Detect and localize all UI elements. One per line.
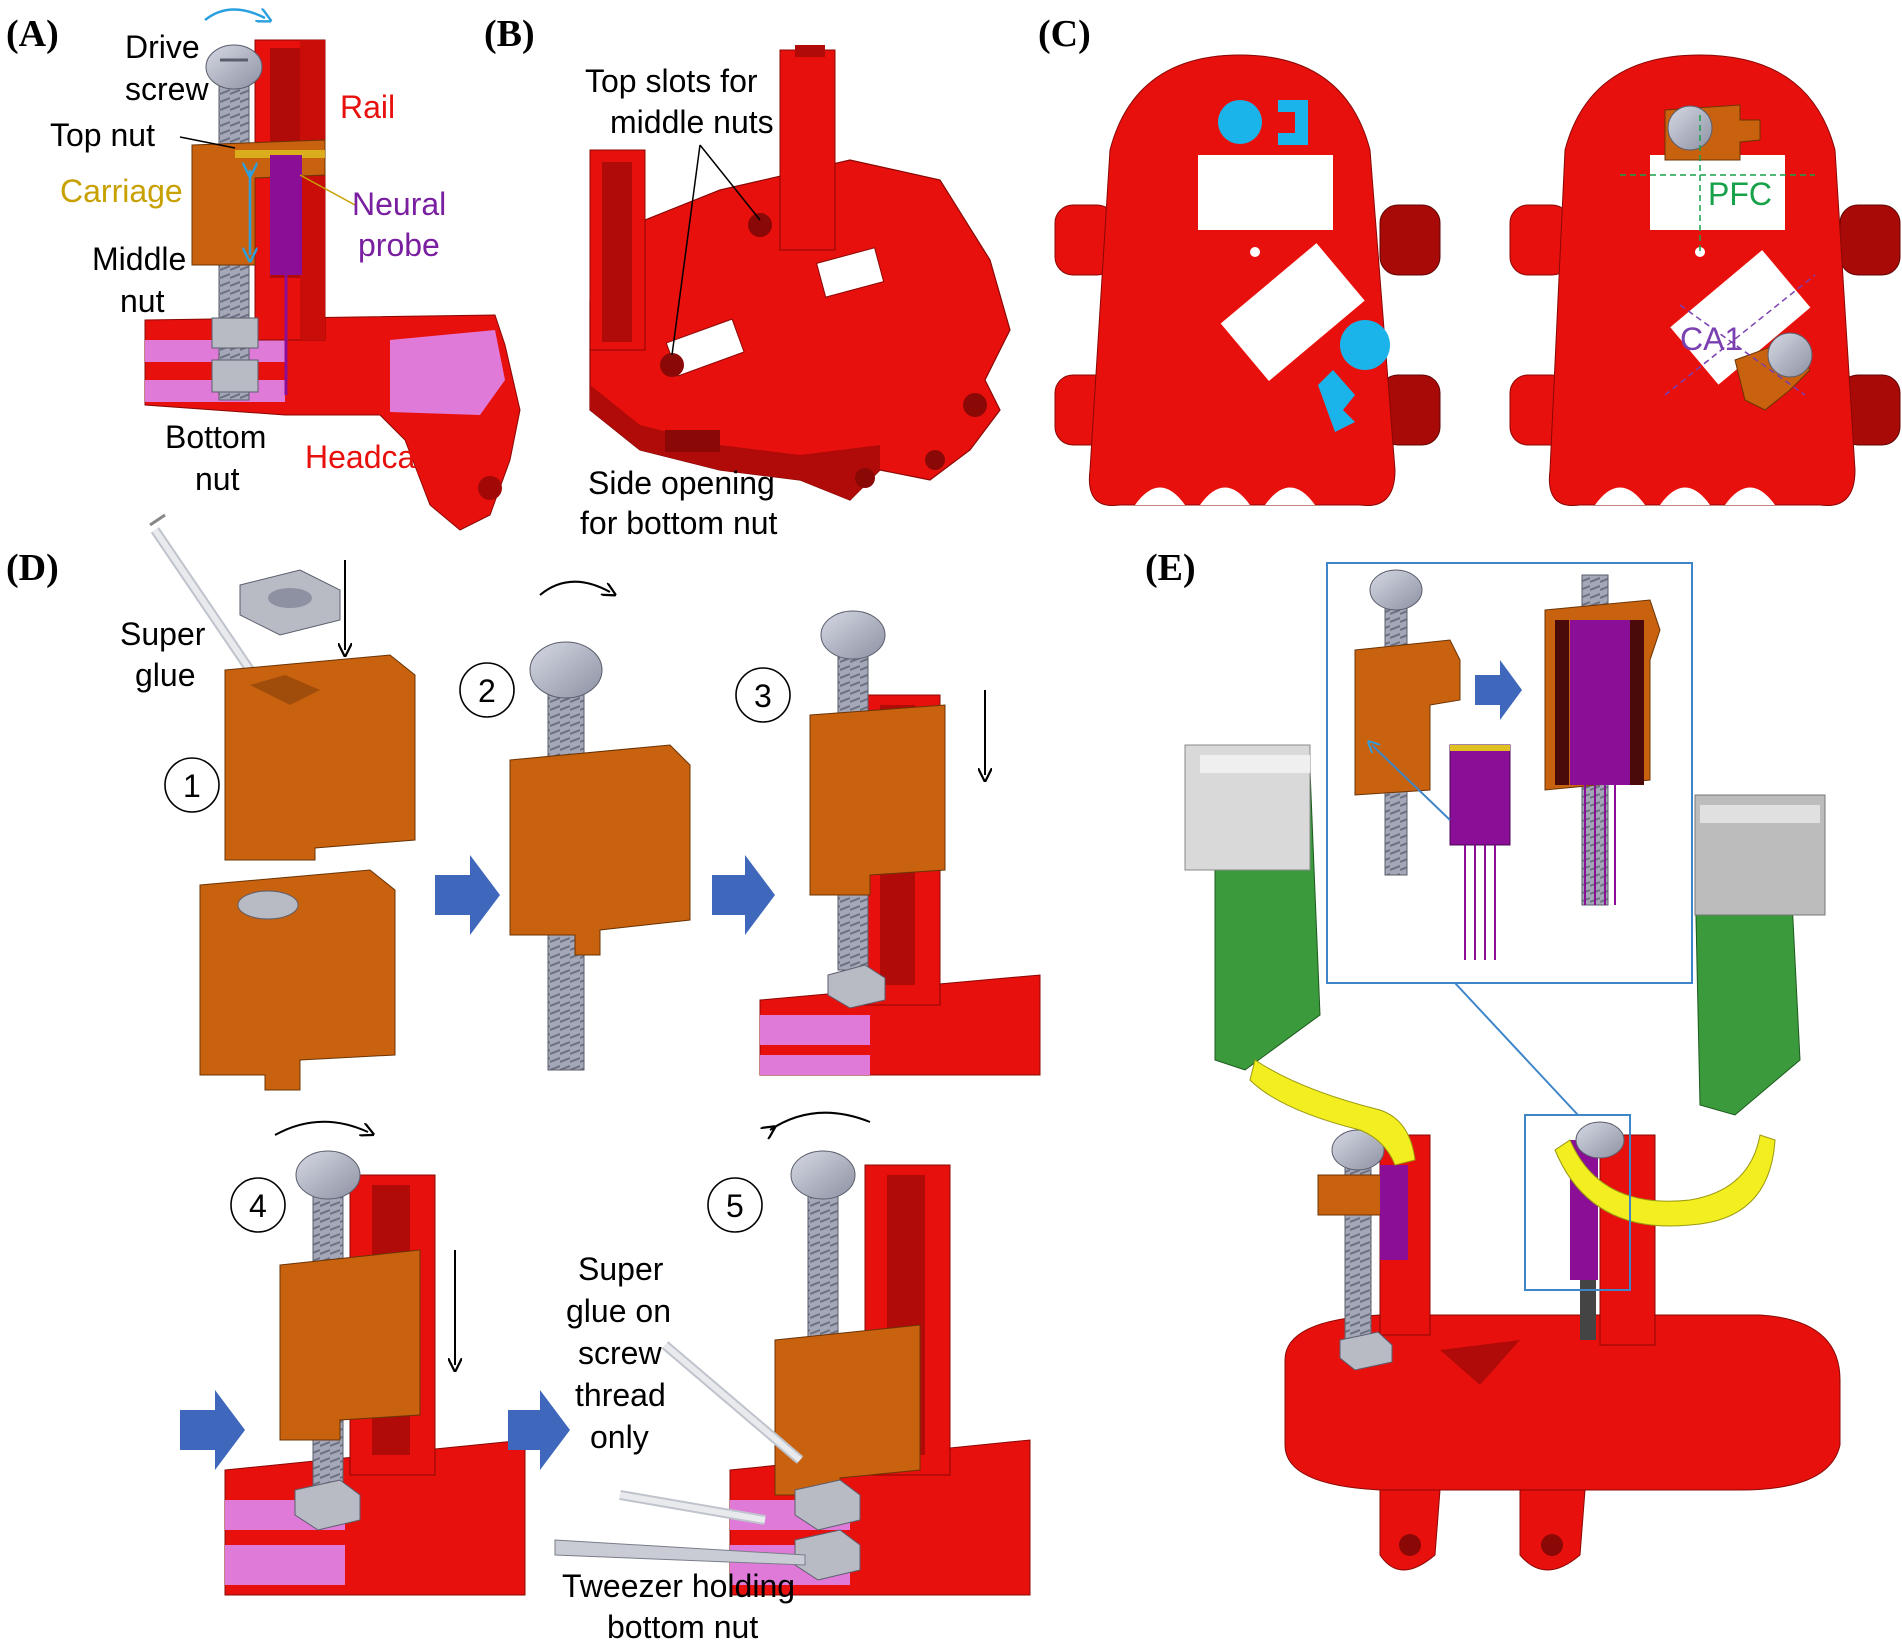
- next-arrow-icon: [508, 1390, 570, 1470]
- label-glue-thread-1: Super: [578, 1251, 664, 1287]
- panel-b: (B) Top slots for middle nuts Side o: [484, 13, 1011, 541]
- carriage-step-1-assembled: [199, 869, 396, 1091]
- label-neural-probe-2: probe: [358, 227, 440, 263]
- label-top-slots-1: Top slots for: [585, 63, 758, 99]
- tweezer-icon: [554, 1539, 806, 1566]
- label-glue-thread-2: glue on: [566, 1293, 671, 1329]
- assembly-step-4: [224, 1120, 526, 1596]
- label-glue-thread-3: screw: [578, 1335, 662, 1371]
- label-middle-nut-2: nut: [120, 283, 165, 319]
- label-tweezer-2: bottom nut: [607, 1609, 758, 1645]
- label-super-glue-1: Super: [120, 616, 206, 652]
- step-marker: 1: [164, 757, 220, 813]
- svg-text:5: 5: [726, 1188, 744, 1224]
- label-drive-screw-2: screw: [125, 71, 209, 107]
- rotation-icon: [274, 1120, 368, 1135]
- headcap-hole: [478, 476, 502, 500]
- svg-text:1: 1: [183, 768, 201, 804]
- label-top-nut: Top nut: [50, 117, 155, 153]
- step-marker: 5: [707, 1177, 763, 1233]
- flex-cable: [1554, 1134, 1776, 1227]
- screw-head: [1767, 332, 1813, 378]
- label-side-opening-2: for bottom nut: [580, 505, 778, 541]
- panel-a: (A): [6, 9, 521, 531]
- bottom-nut: [211, 359, 259, 393]
- panel-d-label: (D): [6, 547, 59, 589]
- flex-cable: [1249, 1059, 1416, 1166]
- step-marker: 3: [735, 667, 791, 723]
- syringe-icon: [149, 513, 255, 673]
- top-slot: [660, 353, 684, 377]
- svg-text:3: 3: [754, 678, 772, 714]
- inset-detail: [1326, 562, 1693, 984]
- next-arrow-icon: [712, 855, 775, 935]
- target-marker-circle: [1218, 100, 1262, 144]
- top-slot: [748, 213, 772, 237]
- label-bottom-nut-1: Bottom: [165, 419, 266, 455]
- label-rail: Rail: [340, 89, 395, 125]
- connector-right: [1694, 794, 1826, 1116]
- panel-e: (E): [1145, 547, 1841, 1571]
- left-drive-assembly: [1317, 1129, 1431, 1371]
- screw-head: [205, 44, 263, 90]
- carriage-step-1: [224, 654, 416, 861]
- right-drive-assembly: [1570, 1121, 1656, 1346]
- label-pfc: PFC: [1708, 176, 1772, 212]
- screw-head: [1667, 105, 1713, 151]
- step-marker: 4: [230, 1177, 286, 1233]
- step-marker: 2: [459, 662, 515, 718]
- label-neural-probe-1: Neural: [352, 186, 446, 222]
- rotation-icon: [770, 1111, 871, 1130]
- label-super-glue-2: glue: [135, 657, 196, 693]
- side-opening: [665, 430, 720, 452]
- middle-nut: [211, 317, 259, 349]
- label-tweezer-1: Tweezer holding: [562, 1568, 795, 1604]
- headcap-base-assembled: [1284, 1314, 1841, 1571]
- headcap-top-view-right: PFC CA1: [1509, 54, 1901, 507]
- panel-a-label: (A): [6, 13, 59, 55]
- next-arrow-icon: [435, 855, 500, 935]
- label-drive-screw-1: Drive: [125, 29, 200, 65]
- label-ca1: CA1: [1680, 321, 1742, 357]
- screw-carriage-step-2: [509, 580, 691, 1071]
- connector-left: [1184, 744, 1321, 1071]
- label-glue-thread-5: only: [590, 1419, 649, 1455]
- label-top-slots-2: middle nuts: [610, 104, 774, 140]
- svg-text:4: 4: [249, 1188, 267, 1224]
- rail-post: [589, 149, 646, 351]
- label-middle-nut-1: Middle: [92, 241, 186, 277]
- rotation-icon: [204, 9, 265, 20]
- svg-text:2: 2: [478, 673, 496, 709]
- assembly-step-3: [759, 610, 1041, 1076]
- label-glue-thread-4: thread: [575, 1377, 666, 1413]
- next-arrow-icon: [1475, 660, 1522, 720]
- panel-c: (C): [1038, 13, 1901, 507]
- panel-d: (D) Super glue: [6, 513, 1041, 1645]
- headcap-top-view-left: [1054, 54, 1441, 507]
- headcap-base-3d: [589, 159, 1011, 501]
- label-carriage: Carriage: [60, 173, 183, 209]
- label-headcap: Headcap: [305, 439, 433, 475]
- panel-b-label: (B): [484, 13, 535, 55]
- rail-post: [779, 45, 836, 251]
- panel-e-label: (E): [1145, 547, 1196, 589]
- label-side-opening-1: Side opening: [588, 465, 775, 501]
- assembly-step-5: [554, 1111, 1031, 1596]
- carriage: [191, 139, 326, 395]
- neural-probe: [270, 155, 302, 275]
- label-bottom-nut-2: nut: [195, 461, 240, 497]
- next-arrow-icon: [180, 1390, 245, 1470]
- panel-c-label: (C): [1038, 13, 1091, 55]
- rotation-icon: [539, 580, 610, 595]
